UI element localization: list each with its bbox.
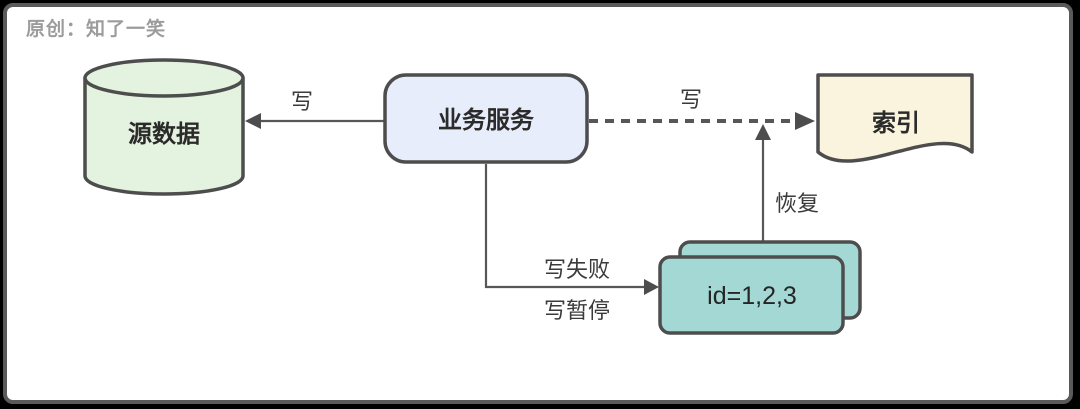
node-index: 索引	[816, 73, 974, 163]
watermark-text: 原创：知了一笑	[26, 19, 167, 40]
edge-label-write-source: 写	[291, 89, 313, 114]
id-cards-label: id=1,2,3	[707, 282, 797, 310]
service-box	[383, 73, 589, 164]
edge-cards-to-index: 恢复	[755, 124, 819, 241]
edge-service-to-source: 写	[245, 89, 385, 129]
index-label: 索引	[872, 110, 920, 137]
node-source-db: 源数据	[83, 58, 245, 196]
arrowhead-right-icon	[795, 112, 815, 130]
write-fail-elbow-line	[484, 164, 645, 289]
document-shape	[816, 73, 974, 163]
edge-label-write-pause: 写暂停	[544, 298, 610, 323]
node-id-cards: id=1,2,3	[658, 240, 862, 335]
edge-label-write-fail: 写失败	[544, 257, 610, 282]
source-db-label: 源数据	[128, 121, 200, 148]
id-card-front	[658, 255, 845, 335]
edge-service-to-cards: 写失败 写暂停	[484, 164, 659, 323]
edge-label-recover: 恢复	[775, 191, 819, 216]
service-label: 业务服务	[438, 106, 535, 134]
arrowhead-right2-icon	[644, 279, 659, 295]
cylinder-body	[83, 76, 245, 196]
node-service: 业务服务	[383, 73, 589, 164]
edge-service-to-index: 写	[589, 87, 815, 130]
arrowhead-up-icon	[755, 124, 771, 140]
edge-label-write-index: 写	[680, 87, 702, 112]
cylinder-top	[83, 58, 245, 98]
arrowhead-left-icon	[245, 113, 261, 129]
